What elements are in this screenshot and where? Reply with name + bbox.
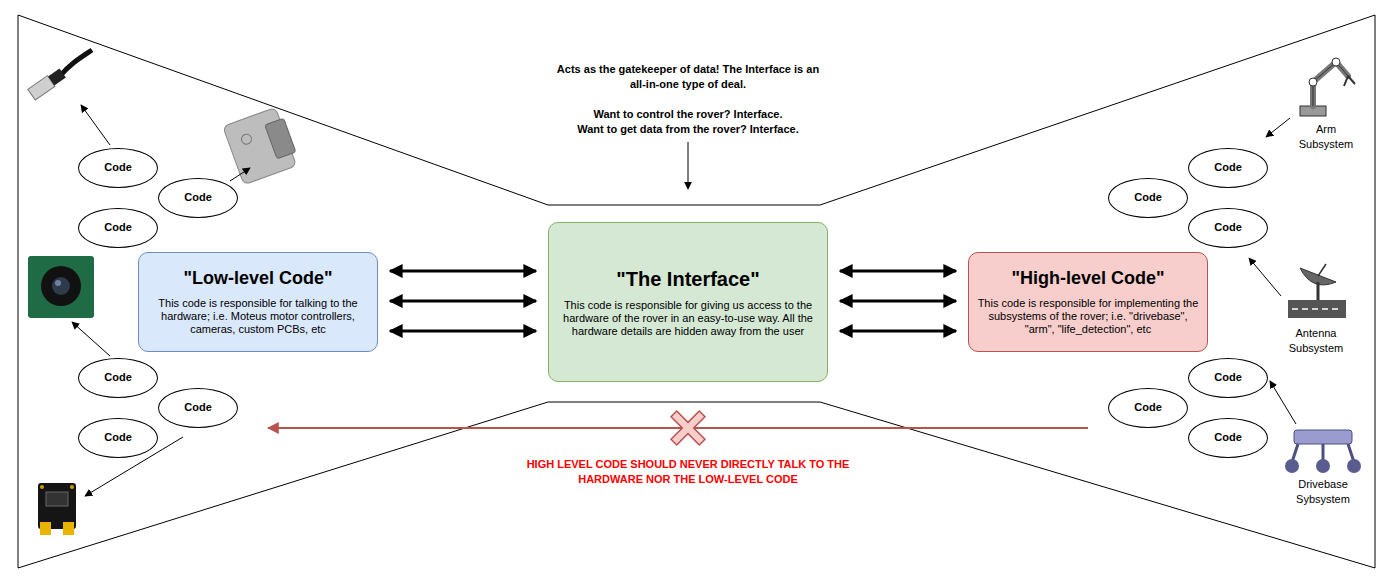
hourglass-frame xyxy=(18,15,1375,568)
leader-arrow xyxy=(230,168,250,181)
box-title: "Low-level Code" xyxy=(183,268,332,290)
box-title: "The Interface" xyxy=(616,267,759,291)
rover-icon xyxy=(1316,459,1330,473)
process-box: "Low-level Code" This code is responsible… xyxy=(138,252,378,352)
code-ellipse: Code xyxy=(1188,358,1268,398)
usb-cable-icon xyxy=(28,68,67,100)
robot-arm-icon xyxy=(1300,58,1355,116)
antenna-icon xyxy=(1317,282,1320,300)
antenna-icon xyxy=(1288,300,1346,318)
code-label: Code xyxy=(1214,371,1242,384)
forbidden-arrow xyxy=(268,427,1088,429)
usb-cable-icon xyxy=(48,68,66,85)
usb-cable-icon xyxy=(28,50,92,100)
double-arrow xyxy=(390,270,536,273)
can-adapter-icon xyxy=(223,107,297,184)
double-arrow xyxy=(390,300,536,303)
code-label: Code xyxy=(1214,431,1242,444)
pcb-icon xyxy=(63,522,74,535)
icon-caption: Antenna Subsystem xyxy=(1285,326,1347,356)
robot-arm-icon xyxy=(1332,58,1340,66)
camera-icon xyxy=(52,277,70,295)
code-ellipse: Code xyxy=(78,148,158,188)
code-label: Code xyxy=(1134,401,1162,414)
code-label: Code xyxy=(1214,221,1242,234)
code-label: Code xyxy=(104,371,132,384)
code-ellipse: Code xyxy=(78,358,158,398)
code-ellipse: Code xyxy=(1108,178,1188,218)
leader-arrow xyxy=(1270,381,1296,424)
rover-icon xyxy=(1285,459,1299,473)
pcb-icon xyxy=(40,522,51,535)
cross-mark xyxy=(660,400,717,457)
process-box: "The Interface" This code is responsible … xyxy=(548,222,828,382)
code-label: Code xyxy=(184,191,212,204)
code-label: Code xyxy=(1214,161,1242,174)
code-ellipse: Code xyxy=(158,178,238,218)
double-arrow xyxy=(840,270,956,273)
leader-arrow xyxy=(72,322,110,356)
code-label: Code xyxy=(104,161,132,174)
pcb-icon xyxy=(70,485,74,489)
robot-arm-icon xyxy=(1313,62,1348,106)
box-body: This code is responsible for implementin… xyxy=(975,297,1201,336)
can-adapter-icon xyxy=(223,106,301,185)
pcb-icon xyxy=(40,485,44,489)
hourglass-frame xyxy=(18,15,1375,568)
camera-icon xyxy=(28,256,94,318)
code-ellipse: Code xyxy=(78,418,158,458)
box-body: This code is responsible for giving us a… xyxy=(555,299,821,338)
code-ellipse: Code xyxy=(158,388,238,428)
code-ellipse: Code xyxy=(1188,418,1268,458)
code-label: Code xyxy=(104,221,132,234)
rover-icon xyxy=(1347,459,1361,473)
robot-arm-icon xyxy=(1313,62,1348,106)
icon-caption: Drivebase Sybsystem xyxy=(1292,477,1354,507)
callout-note: Want to control the rover? Interface. xyxy=(528,107,848,122)
process-box: "High-level Code" This code is responsibl… xyxy=(968,252,1208,352)
callout-note: Acts as the gatekeeper of data! The Inte… xyxy=(548,62,828,92)
antenna-icon xyxy=(1318,264,1326,276)
rover-icon xyxy=(1294,430,1352,444)
code-label: Code xyxy=(184,401,212,414)
code-label: Code xyxy=(1134,191,1162,204)
leader-arrow xyxy=(1266,118,1290,137)
pcb-icon xyxy=(46,492,68,506)
can-adapter-icon xyxy=(265,118,296,159)
antenna-icon xyxy=(1288,264,1346,318)
cross-mark xyxy=(660,400,717,457)
camera-icon xyxy=(41,266,81,306)
code-ellipse: Code xyxy=(78,208,158,248)
leader-arrow xyxy=(688,142,689,189)
camera-icon xyxy=(55,280,61,286)
warning-note: HIGH LEVEL CODE SHOULD NEVER DIRECTLY TA… xyxy=(520,457,856,487)
can-adapter-icon xyxy=(240,133,253,146)
forbidden-arrow xyxy=(268,428,1088,429)
double-arrow xyxy=(390,330,536,333)
double-arrow xyxy=(840,330,956,333)
code-ellipse: Code xyxy=(1188,208,1268,248)
usb-cable-icon xyxy=(60,50,92,76)
camera-icon xyxy=(28,256,94,318)
icon-caption: Arm Subsystem xyxy=(1295,122,1357,152)
robot-arm-icon xyxy=(1309,78,1317,86)
leader-arrow xyxy=(72,105,1296,496)
code-label: Code xyxy=(104,431,132,444)
leader-arrow xyxy=(81,105,110,145)
double-arrow xyxy=(840,300,956,303)
pcb-icon xyxy=(38,483,76,535)
leader-arrow xyxy=(1249,258,1281,296)
code-ellipse: Code xyxy=(1108,388,1188,428)
rover-icon xyxy=(1285,430,1361,473)
robot-arm-icon xyxy=(1344,76,1355,86)
code-ellipse: Code xyxy=(1188,148,1268,188)
box-body: This code is responsible for talking to … xyxy=(145,297,371,336)
box-title: "High-level Code" xyxy=(1011,268,1164,290)
antenna-icon xyxy=(1292,308,1342,310)
callout-note: Want to get data from the rover? Interfa… xyxy=(528,122,848,137)
